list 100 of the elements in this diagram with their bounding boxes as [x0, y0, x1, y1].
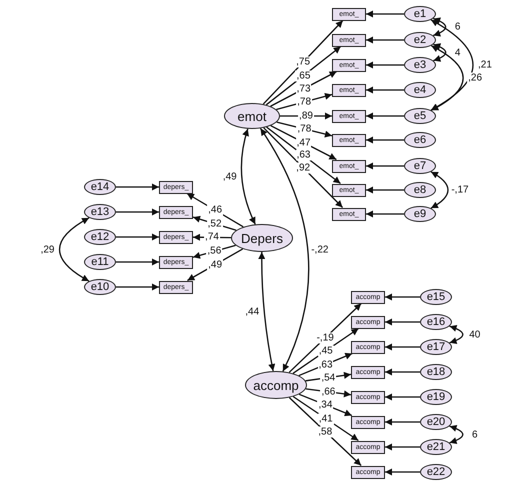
path-arrow — [298, 352, 353, 376]
path-arrow — [385, 418, 420, 426]
edge-label: ,56 — [206, 246, 222, 257]
error-term-circle: e4 — [404, 82, 436, 98]
path-arrow — [385, 294, 420, 300]
path-arrow — [276, 121, 332, 138]
error-term-circle: e7 — [404, 158, 436, 174]
path-arrow — [270, 125, 337, 160]
path-arrow — [116, 208, 159, 216]
edge-label: 4 — [454, 47, 462, 58]
error-term-circle: e10 — [84, 279, 116, 295]
path-arrow — [385, 394, 420, 400]
error-term-circle: e18 — [420, 364, 452, 380]
path-arrow — [385, 468, 420, 476]
edge-label: 40 — [468, 329, 482, 340]
latent-variable-ellipse: Depers — [231, 224, 293, 252]
path-arrow — [385, 368, 420, 376]
path-arrow — [366, 86, 404, 94]
edge-label: ,73 — [296, 83, 312, 94]
path-arrow — [385, 444, 420, 450]
edge-label: ,41 — [318, 413, 334, 424]
path-arrow — [385, 344, 420, 350]
error-term-circle: e14 — [84, 179, 116, 195]
path-arrow — [366, 186, 404, 194]
edge-label: ,74 — [204, 232, 220, 243]
covariance-arrow — [432, 18, 446, 36]
error-term-circle: e17 — [420, 339, 452, 355]
edge-label: ,29 — [40, 244, 56, 255]
edge-label: ,63 — [296, 150, 312, 161]
error-term-circle: e16 — [420, 314, 452, 330]
edge-label: ,26 — [467, 72, 484, 84]
error-term-circle: e22 — [420, 464, 452, 480]
error-term-circle: e19 — [420, 389, 452, 405]
path-arrow — [292, 328, 359, 374]
path-arrow — [366, 136, 404, 144]
path-arrow — [288, 303, 362, 373]
edge-label: ,75 — [295, 56, 312, 68]
edge-label: ,78 — [296, 96, 312, 108]
edge-label: ,49 — [222, 171, 238, 182]
path-arrow — [266, 126, 341, 184]
edge-label: 6 — [471, 429, 479, 440]
edge-label: ,58 — [317, 426, 334, 438]
path-arrow — [262, 20, 344, 105]
edge-label: ,54 — [320, 372, 336, 384]
latent-variable-ellipse: accomp — [245, 371, 307, 399]
error-term-circle: e12 — [84, 229, 116, 245]
path-arrow — [266, 46, 342, 106]
path-arrow — [116, 184, 159, 190]
covariance-arrow — [449, 425, 464, 444]
path-arrow — [288, 397, 362, 466]
edge-label: ,44 — [244, 306, 260, 317]
edge-label: ,78 — [296, 123, 312, 134]
error-term-circle: e13 — [84, 204, 116, 220]
error-term-circle: e21 — [420, 439, 452, 455]
covariance-arrow — [258, 252, 276, 372]
edge-label: ,47 — [296, 137, 312, 148]
path-arrow — [366, 162, 404, 170]
covariance-arrow — [449, 325, 464, 344]
edge-label: ,65 — [296, 70, 312, 82]
error-term-circle: e1 — [404, 6, 436, 22]
path-arrow — [270, 70, 337, 107]
path-arrow — [366, 10, 404, 18]
error-term-circle: e5 — [404, 108, 436, 124]
error-term-circle: e3 — [404, 57, 436, 73]
covariance-arrow — [430, 171, 448, 209]
path-arrow — [366, 210, 404, 218]
covariance-arrow — [433, 43, 446, 62]
edge-label: ,92 — [295, 162, 312, 174]
path-arrow — [306, 372, 352, 382]
covariance-arrow — [240, 128, 256, 225]
error-term-circle: e6 — [404, 132, 436, 148]
path-arrow — [292, 396, 359, 442]
path-arrow — [366, 112, 404, 120]
path-arrow — [366, 36, 404, 44]
path-arrow — [366, 62, 404, 68]
edge-label: -,17 — [450, 184, 470, 196]
path-arrow — [298, 394, 352, 416]
covariance-arrow — [430, 45, 464, 111]
edge-label: ,45 — [318, 345, 334, 356]
edge-label: ,21 — [476, 60, 493, 70]
edge-label: ,49 — [207, 259, 224, 270]
path-arrow — [385, 318, 420, 326]
error-term-circle: e9 — [404, 206, 436, 222]
error-term-circle: e2 — [404, 32, 436, 48]
error-term-circle: e20 — [420, 414, 452, 430]
edge-label: ,34 — [318, 399, 334, 410]
edge-label: ,46 — [207, 204, 224, 216]
edge-label: -,22 — [310, 244, 330, 256]
path-arrow — [116, 258, 159, 266]
edge-label: ,89 — [298, 110, 314, 122]
covariance-arrow — [260, 128, 310, 372]
path-arrow — [263, 127, 344, 208]
latent-variable-ellipse: emot — [224, 103, 280, 129]
edge-label: ,66 — [320, 386, 336, 398]
covariance-arrow — [59, 217, 90, 282]
path-arrow — [116, 234, 159, 240]
edge-label: -,19 — [316, 332, 335, 344]
edge-label: ,52 — [206, 218, 223, 230]
error-term-circle: e15 — [420, 289, 452, 305]
edge-label: ,63 — [318, 359, 334, 370]
